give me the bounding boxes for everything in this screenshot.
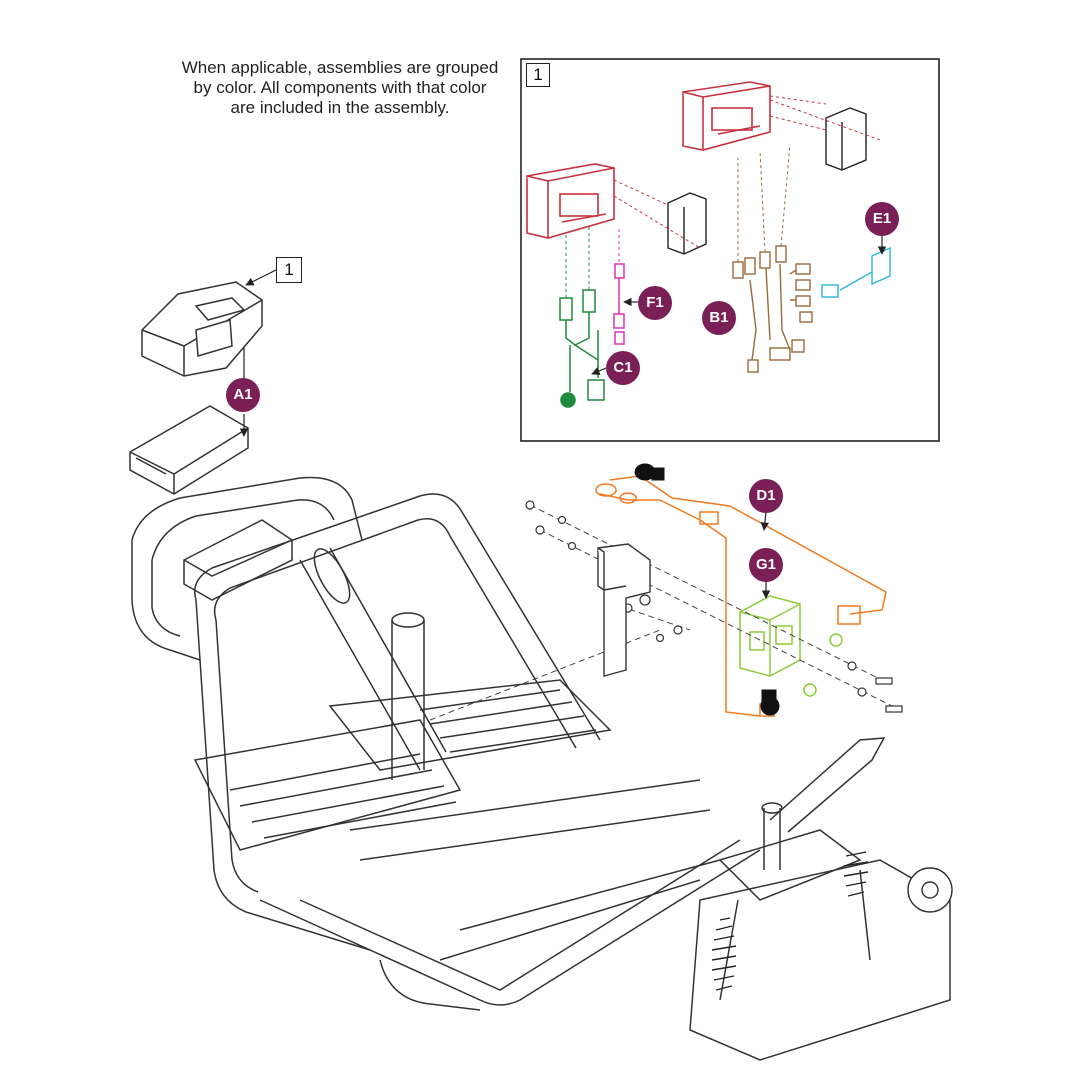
callout-b1: B1 xyxy=(702,301,736,335)
callout-a1: A1 xyxy=(226,378,260,412)
inset-detail-tag: 1 xyxy=(526,63,550,87)
controller-cover-a1 xyxy=(141,281,263,377)
red-controller-lower xyxy=(526,163,615,239)
callout-d1: D1 xyxy=(749,479,783,513)
callout-f1: F1 xyxy=(638,286,672,320)
green-harness-c1 xyxy=(559,289,605,408)
note-line-1: When applicable, assemblies are grouped xyxy=(181,58,499,77)
orange-terminal-bottom xyxy=(760,689,780,716)
color-grouping-note: When applicable, assemblies are grouped … xyxy=(150,58,530,118)
hardware-guides xyxy=(429,504,901,721)
wheel-hub xyxy=(907,867,953,913)
steering-assembly xyxy=(689,737,951,1061)
lime-part-g1 xyxy=(739,595,843,697)
orange-harness-d1 xyxy=(595,475,887,717)
red-controller-upper xyxy=(682,81,771,151)
inset-frame xyxy=(520,58,940,442)
orange-terminal-top xyxy=(634,463,665,481)
callout-g1: G1 xyxy=(749,548,783,582)
magenta-part-f1 xyxy=(613,263,625,345)
controller-module-a1 xyxy=(129,405,249,495)
mounting-bracket xyxy=(597,543,651,677)
shock-absorbers xyxy=(711,851,869,991)
frame-detail-tag: 1 xyxy=(276,257,302,283)
hardware-fasteners xyxy=(525,500,903,713)
callout-leaders xyxy=(245,236,887,599)
cyan-part-e1 xyxy=(821,246,891,298)
red-cover-lower xyxy=(667,192,707,255)
note-line-2: by color. All components with that color xyxy=(193,78,487,97)
brown-guides xyxy=(737,143,791,262)
callout-e1: E1 xyxy=(865,202,899,236)
green-guides xyxy=(565,226,590,298)
chassis-frame xyxy=(131,476,761,1011)
red-guides xyxy=(613,95,881,249)
callout-c1: C1 xyxy=(606,351,640,385)
brown-harness-b1 xyxy=(732,245,813,373)
red-cover-upper xyxy=(825,107,867,171)
note-line-3: are included in the assembly. xyxy=(230,98,450,117)
